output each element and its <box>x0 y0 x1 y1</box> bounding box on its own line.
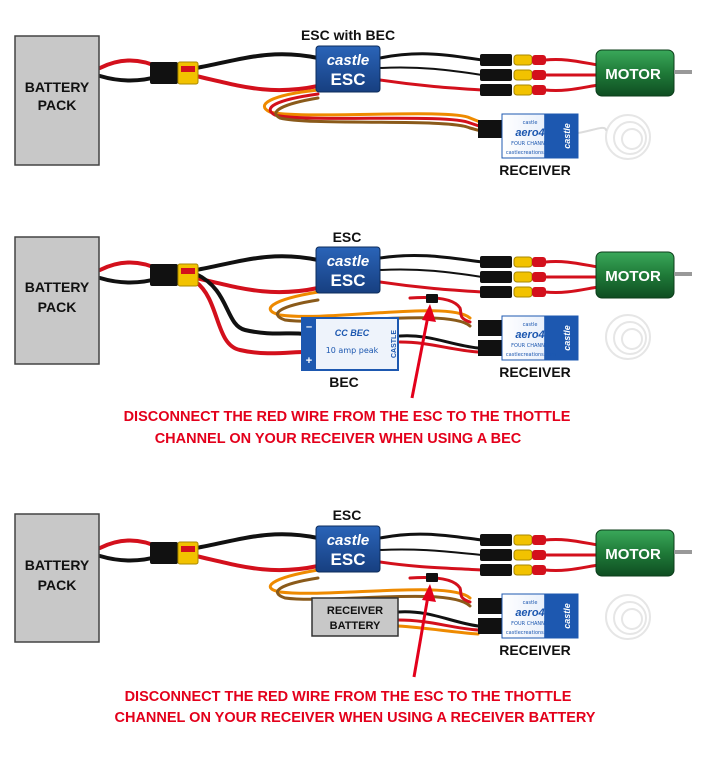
motor-shaft <box>674 550 692 554</box>
rx-brand: castle <box>523 600 538 606</box>
esc-brand: castle <box>327 253 370 270</box>
rx-side-brand: castle <box>562 603 572 629</box>
connector <box>177 61 199 85</box>
receiver-label: RECEIVER <box>499 162 571 178</box>
warning-text: CHANNEL ON YOUR RECEIVER WHEN USING A BE… <box>155 431 522 447</box>
connector <box>150 62 178 84</box>
rx-subtitle: FOUR CHANNEL <box>511 141 551 147</box>
esc-box <box>315 525 381 573</box>
connector-pin <box>181 268 195 274</box>
bec-plus: + <box>306 355 312 367</box>
bullet-connectors <box>480 54 546 96</box>
esc-label: ESC <box>331 550 366 569</box>
receiver <box>501 593 579 639</box>
esc-label: ESC <box>331 271 366 290</box>
connector-pin <box>181 546 195 552</box>
rx-subtitle: FOUR CHANNEL <box>511 621 551 627</box>
battery-label: BATTERY <box>25 279 90 295</box>
esc-label: ESC <box>331 70 366 89</box>
motor-label: MOTOR <box>605 66 661 83</box>
bullet-connectors <box>480 256 546 298</box>
warning-text: DISCONNECT THE RED WIRE FROM THE ESC TO … <box>125 689 572 705</box>
warning-arrow <box>412 584 436 678</box>
battery-label: PACK <box>38 97 77 113</box>
connector-pin <box>181 66 195 72</box>
diagram-esc-with-receiver-battery: BATTERY PACK ESC castle ESC MOTOR RECEIV… <box>14 507 692 726</box>
bec-minus: – <box>306 321 312 333</box>
bec-side-brand: CASTLE <box>391 330 398 358</box>
esc-box <box>315 45 381 93</box>
connector <box>150 264 178 286</box>
rx-side-brand: castle <box>562 325 572 351</box>
diagram-esc-with-bec: BATTERY PACK ESC with BEC castle ESC MOT… <box>14 27 692 178</box>
warning-text: CHANNEL ON YOUR RECEIVER WHEN USING A RE… <box>115 710 596 726</box>
servo-connector <box>478 618 502 634</box>
motor-label: MOTOR <box>605 268 661 285</box>
receiver-battery <box>311 597 399 637</box>
rx-url: castlecreations.com <box>506 630 556 636</box>
bec-rating: 10 amp peak <box>326 346 379 355</box>
battery-pack <box>14 236 100 365</box>
motor-shaft <box>674 70 692 74</box>
disconnected-plug <box>426 573 438 582</box>
rx-model: aero4 <box>515 329 544 341</box>
battery-pack <box>14 35 100 166</box>
rx-side-brand: castle <box>562 123 572 149</box>
servo-connector <box>478 320 502 336</box>
receiver-label: RECEIVER <box>499 642 571 658</box>
bec-terminal-strip <box>302 318 316 370</box>
motor-shaft <box>674 272 692 276</box>
rx-brand: castle <box>523 120 538 126</box>
receiver <box>501 113 579 159</box>
rx-subtitle: FOUR CHANNEL <box>511 343 551 349</box>
rx-url: castlecreations.com <box>506 352 556 358</box>
servo-connector <box>478 598 502 614</box>
esc-title: ESC <box>333 229 362 245</box>
battery-label: BATTERY <box>25 79 90 95</box>
esc-brand: castle <box>327 52 370 69</box>
battery-label: PACK <box>38 577 77 593</box>
servo-connector <box>478 340 502 356</box>
diagram-esc-with-separate-bec: BATTERY PACK ESC castle ESC MOTOR – + CC… <box>14 229 692 447</box>
bec-label: BEC <box>329 374 359 390</box>
disconnected-plug <box>426 294 438 303</box>
receiver <box>501 315 579 361</box>
servo-connector <box>478 120 502 138</box>
esc-title: ESC with BEC <box>301 27 395 43</box>
receiver-label: RECEIVER <box>499 364 571 380</box>
connector <box>177 541 199 565</box>
rx-model: aero4 <box>515 607 544 619</box>
rx-brand: castle <box>523 322 538 328</box>
rx-url: castlecreations.com <box>506 150 556 156</box>
connector <box>177 263 199 287</box>
motor-label: MOTOR <box>605 546 661 563</box>
bec-module <box>301 317 399 371</box>
battery-label: PACK <box>38 299 77 315</box>
rx-model: aero4 <box>515 127 544 139</box>
battery-pack <box>14 513 100 643</box>
receiver-battery-label: BATTERY <box>330 620 381 632</box>
warning-arrow <box>410 304 436 399</box>
warning-text: DISCONNECT THE RED WIRE FROM THE ESC TO … <box>124 409 571 425</box>
esc-title: ESC <box>333 507 362 523</box>
esc-box <box>315 246 381 294</box>
esc-brand: castle <box>327 532 370 549</box>
bullet-connectors <box>480 534 546 576</box>
battery-label: BATTERY <box>25 557 90 573</box>
receiver-battery-label: RECEIVER <box>327 605 383 617</box>
bec-brand: CC BEC <box>335 328 370 338</box>
connector <box>150 542 178 564</box>
